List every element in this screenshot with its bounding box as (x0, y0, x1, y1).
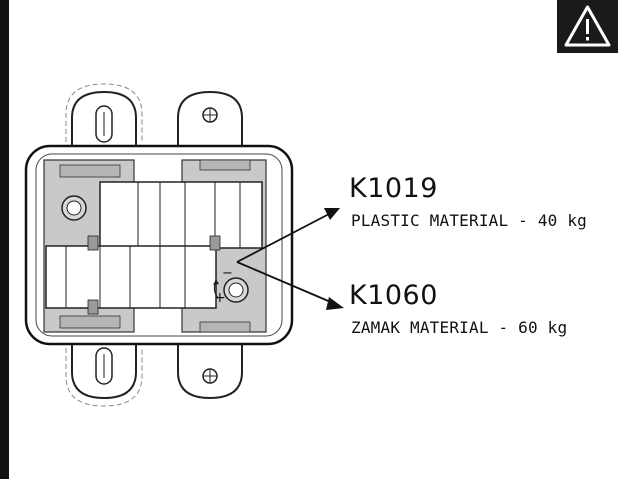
top-left-lug (65, 83, 143, 148)
warning-badge (557, 0, 618, 53)
upper-arm (99, 181, 263, 249)
material-k1019: PLASTIC MATERIAL - 40 kg (351, 211, 587, 230)
warning-triangle-icon (564, 5, 611, 47)
material-k1060: ZAMAK MATERIAL - 60 kg (351, 318, 568, 337)
leader-arrows (236, 208, 344, 310)
model-code-k1019: K1019 (349, 173, 438, 204)
adjust-screw (213, 277, 249, 303)
left-border (0, 0, 9, 479)
lower-arm (45, 245, 217, 309)
minus-symbol: − (222, 266, 233, 281)
screw-upper (61, 195, 87, 221)
top-right-lug (177, 90, 243, 148)
bottom-right-lug (177, 342, 243, 400)
plus-symbol: + (214, 290, 226, 306)
model-code-k1060: K1060 (349, 280, 438, 311)
bottom-left-lug (65, 342, 143, 407)
